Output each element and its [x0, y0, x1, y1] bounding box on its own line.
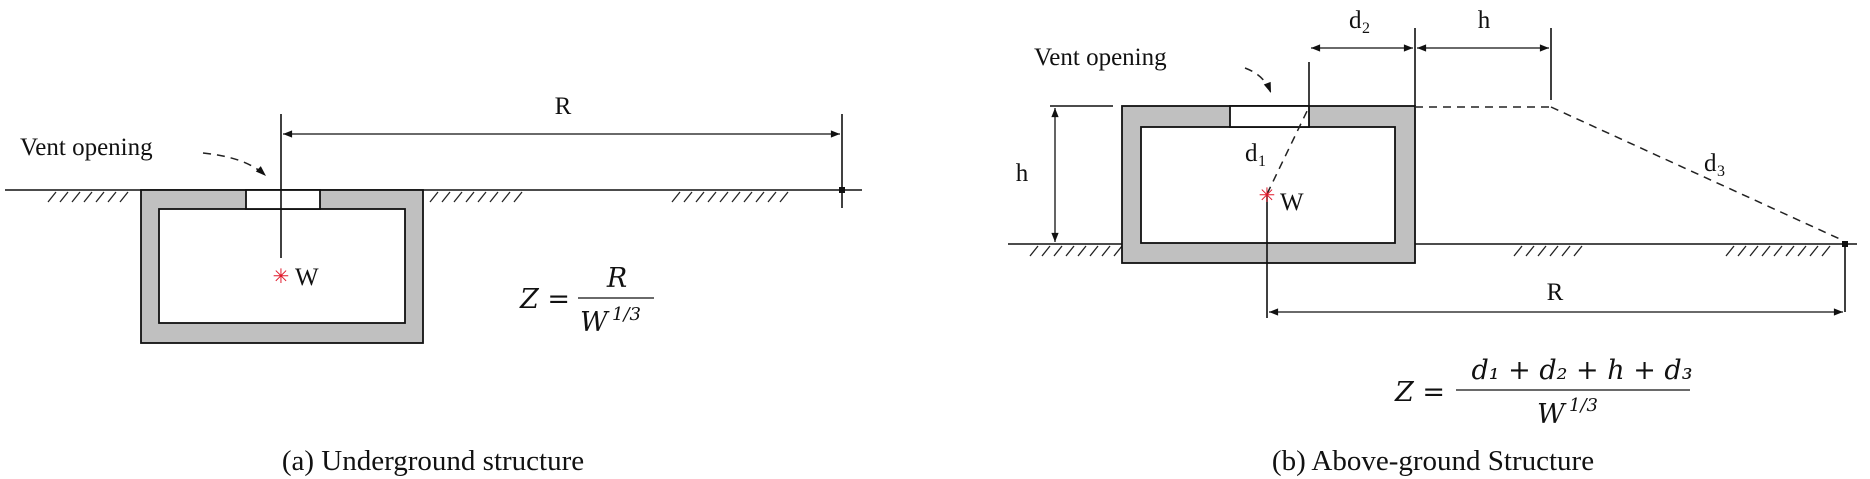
- structure-cavity: [1140, 126, 1396, 244]
- formula-exponent: 1/3: [1569, 395, 1598, 416]
- formula-denominator: W: [580, 307, 610, 338]
- svg-text:1: 1: [1258, 153, 1266, 170]
- vent-pointer-arrow: [1244, 67, 1272, 94]
- formula-numerator: d₁ + d₂ + h + d₃: [1471, 355, 1692, 386]
- svg-text:2: 2: [1362, 20, 1370, 37]
- svg-text:d: d: [1245, 140, 1258, 167]
- panel-underground: R Vent opening ✳ W Z = R W 1/3 (a) Under…: [5, 93, 862, 477]
- svg-text:d: d: [1704, 150, 1717, 177]
- vent-pointer-arrow: [202, 152, 267, 177]
- d3-path-dashed: [1550, 106, 1843, 241]
- formula-lhs: Z =: [1394, 377, 1445, 408]
- caption-a: (a) Underground structure: [282, 445, 584, 477]
- h-top-label: h: [1478, 7, 1491, 34]
- d1-label: d 1: [1245, 140, 1266, 170]
- d2-label: d 2: [1349, 7, 1370, 37]
- r-label: R: [555, 93, 572, 120]
- formula-numerator: R: [606, 263, 627, 294]
- d3-label: d 3: [1704, 150, 1725, 180]
- charge-label: W: [295, 264, 319, 291]
- vent-opening-label: Vent opening: [1034, 44, 1167, 71]
- vent-opening: [1229, 105, 1310, 128]
- d1-path-dashed: [1266, 106, 1310, 195]
- charge-marker-icon: ✳: [273, 264, 290, 288]
- h-side-label: h: [1016, 160, 1029, 187]
- vent-opening-label: Vent opening: [20, 134, 153, 161]
- charge-label: W: [1280, 189, 1304, 216]
- formula-exponent: 1/3: [612, 304, 641, 325]
- formula-lhs: Z =: [519, 284, 570, 315]
- vent-opening: [245, 189, 321, 210]
- ground-point-marker: [839, 187, 845, 193]
- ground-hatching: [1029, 245, 1831, 257]
- scaled-distance-formula: Z = d₁ + d₂ + h + d₃ W 1/3: [1394, 355, 1693, 430]
- panel-above-ground: d 2 h h R d 1 d 3 Vent opening ✳ W Z =: [1008, 7, 1857, 477]
- ground-hatching: [47, 191, 789, 203]
- formula-denominator: W: [1537, 399, 1567, 430]
- charge-marker-icon: ✳: [1259, 183, 1276, 207]
- scaled-distance-formula: Z = R W 1/3: [519, 263, 654, 338]
- structure-cavity: [158, 208, 406, 324]
- caption-b: (b) Above-ground Structure: [1272, 445, 1594, 477]
- ground-point-marker: [1842, 241, 1848, 247]
- svg-text:d: d: [1349, 7, 1362, 34]
- r-label: R: [1547, 279, 1564, 306]
- svg-text:3: 3: [1717, 163, 1725, 180]
